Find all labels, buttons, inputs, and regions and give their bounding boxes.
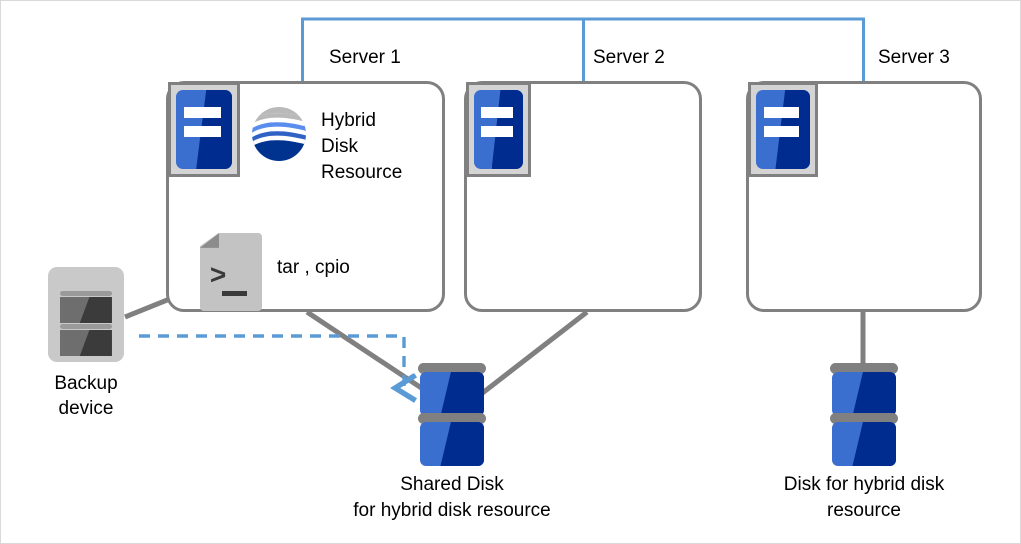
backup-device-label-line2: device: [58, 398, 114, 419]
server3-disk-label-line1: Disk for hybrid disk: [783, 474, 945, 495]
hybrid-disk-resource-label-line3: Resource: [321, 162, 403, 183]
shared-disk-label-line1: Shared Disk: [400, 474, 504, 495]
shared-disk-icon: [418, 363, 486, 466]
hybrid-disk-resource-label-line2: Disk: [321, 136, 358, 157]
server3-disk-icon: [830, 363, 898, 466]
script-terminal-icon: >: [200, 233, 262, 311]
server-1-icon: [168, 82, 240, 177]
server-2-icon: [466, 82, 531, 177]
hybrid-disk-resource-label-line1: Hybrid: [321, 110, 376, 131]
backup-command-label: tar , cpio: [277, 257, 350, 278]
interconnect-bus-line: [301, 17, 865, 81]
server-3-title: Server 3: [878, 47, 950, 68]
hybrid-disk-resource-globe-icon: [252, 107, 306, 161]
server-3-icon: [748, 82, 818, 177]
shared-disk-label-line2: for hybrid disk resource: [353, 500, 551, 521]
server-2-title: Server 2: [593, 47, 665, 68]
backup-device-label-line1: Backup: [54, 373, 118, 394]
backup-flow-dashed-arrow: [139, 334, 404, 387]
server3-disk-label-line2: resource: [827, 500, 901, 521]
server-1-title: Server 1: [329, 47, 401, 68]
backup-device-icon: [48, 267, 124, 362]
